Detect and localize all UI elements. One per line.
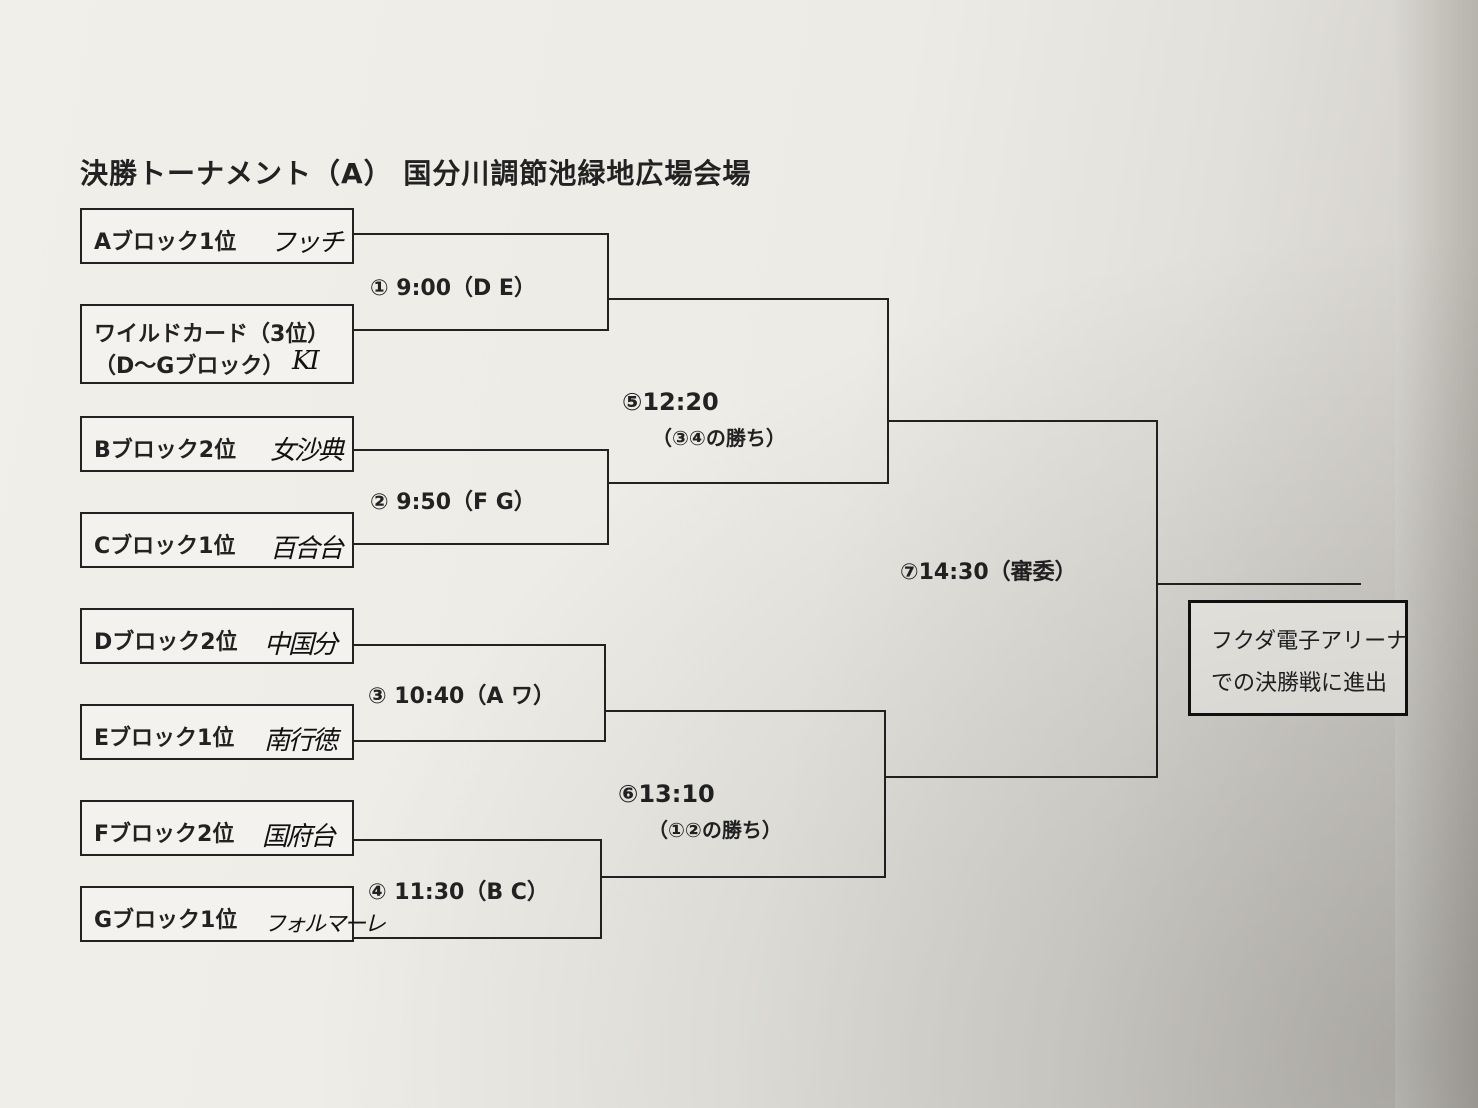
team-label: Eブロック1位 bbox=[94, 726, 235, 751]
team-box-g1: Gブロック1位 フォルマーレ bbox=[80, 886, 386, 942]
team-label-2: （D〜Gブロック） bbox=[94, 354, 285, 379]
bracket-line bbox=[354, 937, 602, 939]
team-label: Bブロック2位 bbox=[94, 438, 237, 463]
bracket-line bbox=[887, 298, 889, 484]
team-box-wildcard: ワイルドカード（3位） （D〜Gブロック） KI bbox=[80, 304, 354, 384]
bracket-line bbox=[604, 644, 606, 742]
bracket-line bbox=[601, 876, 886, 878]
team-label: ワイルドカード（3位） bbox=[94, 322, 330, 347]
bracket-line bbox=[608, 482, 889, 484]
bracket-line bbox=[608, 298, 889, 300]
team-label: Dブロック2位 bbox=[94, 630, 238, 655]
bracket-line bbox=[600, 839, 602, 939]
team-label: Fブロック2位 bbox=[94, 822, 235, 847]
team-handwritten-name: KI bbox=[292, 346, 320, 376]
team-box-e1: Eブロック1位 南行徳 bbox=[80, 704, 354, 760]
match-2-label: ② 9:50（F G） bbox=[370, 490, 536, 515]
team-handwritten-name: 百合台 bbox=[270, 534, 344, 564]
bracket-line bbox=[354, 449, 608, 451]
bracket-line bbox=[354, 644, 606, 646]
match-5-label: ⑤12:20 bbox=[622, 388, 719, 416]
match-3-label: ③ 10:40（A ワ） bbox=[368, 684, 556, 709]
team-label: Gブロック1位 bbox=[94, 908, 238, 933]
final-note-line1: フクダ電子アリーナ bbox=[1211, 629, 1409, 654]
team-label: Cブロック1位 bbox=[94, 534, 236, 559]
team-handwritten-name: 中国分 bbox=[264, 630, 338, 660]
match-1-label: ① 9:00（D E） bbox=[370, 276, 536, 301]
bracket-line bbox=[607, 233, 609, 331]
team-handwritten-name: 国府台 bbox=[262, 822, 336, 852]
match-6-label: ⑥13:10 bbox=[618, 780, 715, 808]
team-box-f2: Fブロック2位 国府台 bbox=[80, 800, 354, 856]
bracket-line bbox=[607, 449, 609, 545]
team-handwritten-name: フォルマーレ bbox=[264, 912, 386, 937]
team-box-b2: Bブロック2位 女沙典 bbox=[80, 416, 354, 472]
bracket-line bbox=[354, 839, 602, 841]
bracket-line bbox=[354, 329, 608, 331]
bracket-line bbox=[354, 233, 608, 235]
final-note-line2: での決勝戦に進出 bbox=[1211, 671, 1388, 696]
bracket-line bbox=[354, 543, 608, 545]
match-5-condition: （③④の勝ち） bbox=[652, 426, 786, 450]
bracket-line bbox=[884, 710, 886, 878]
bracket-line bbox=[885, 776, 1158, 778]
bracket-line bbox=[888, 420, 1158, 422]
team-handwritten-name: フッチ bbox=[270, 228, 344, 258]
bracket-line bbox=[1157, 583, 1361, 585]
team-handwritten-name: 南行徳 bbox=[264, 726, 338, 756]
team-box-a1: Aブロック1位 フッチ bbox=[80, 208, 354, 264]
match-7-label: ⑦14:30（審委） bbox=[900, 560, 1077, 585]
match-6-condition: （①②の勝ち） bbox=[648, 818, 782, 842]
bracket-line bbox=[1156, 420, 1158, 778]
team-box-d2: Dブロック2位 中国分 bbox=[80, 608, 354, 664]
final-advance-note: フクダ電子アリーナ での決勝戦に進出 bbox=[1188, 600, 1408, 716]
team-handwritten-name: 女沙典 bbox=[270, 436, 344, 466]
tournament-title: 決勝トーナメント（A） 国分川調節池緑地広場会場 bbox=[80, 157, 752, 190]
team-label: Aブロック1位 bbox=[94, 230, 237, 255]
bracket-line bbox=[354, 740, 606, 742]
match-4-label: ④ 11:30（B C） bbox=[368, 880, 549, 905]
bracket-line bbox=[605, 710, 886, 712]
team-box-c1: Cブロック1位 百合台 bbox=[80, 512, 354, 568]
